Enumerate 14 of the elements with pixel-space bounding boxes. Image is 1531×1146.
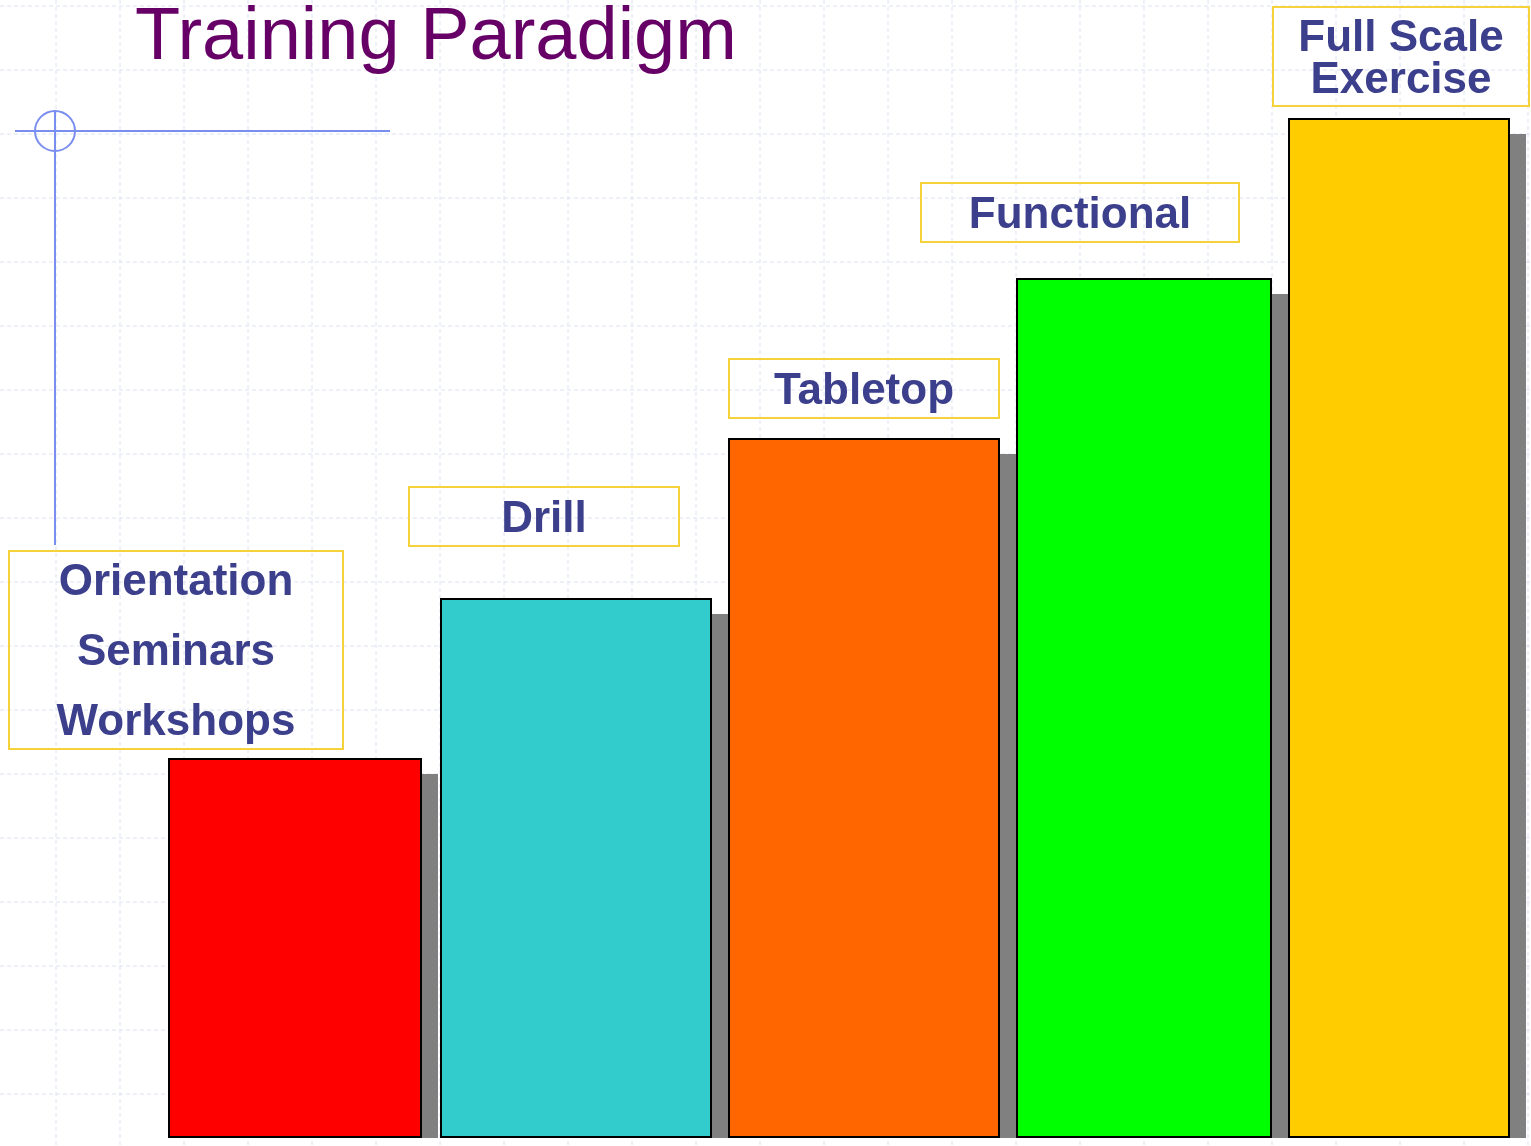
level-label: Drill <box>408 486 680 547</box>
level-label: Tabletop <box>728 358 1000 419</box>
bar <box>440 598 712 1138</box>
title: Training Paradigm <box>135 0 737 74</box>
label-box <box>8 550 344 750</box>
level-label: Seminars <box>76 624 276 676</box>
bar <box>168 758 422 1138</box>
level-label: Full Scale Exercise <box>1272 6 1530 107</box>
bar <box>1288 118 1510 1138</box>
level-label: Workshops <box>56 694 296 746</box>
level-label: Orientation <box>58 554 294 606</box>
bar <box>728 438 1000 1138</box>
bar <box>1016 278 1272 1138</box>
level-label: Functional <box>920 182 1240 243</box>
